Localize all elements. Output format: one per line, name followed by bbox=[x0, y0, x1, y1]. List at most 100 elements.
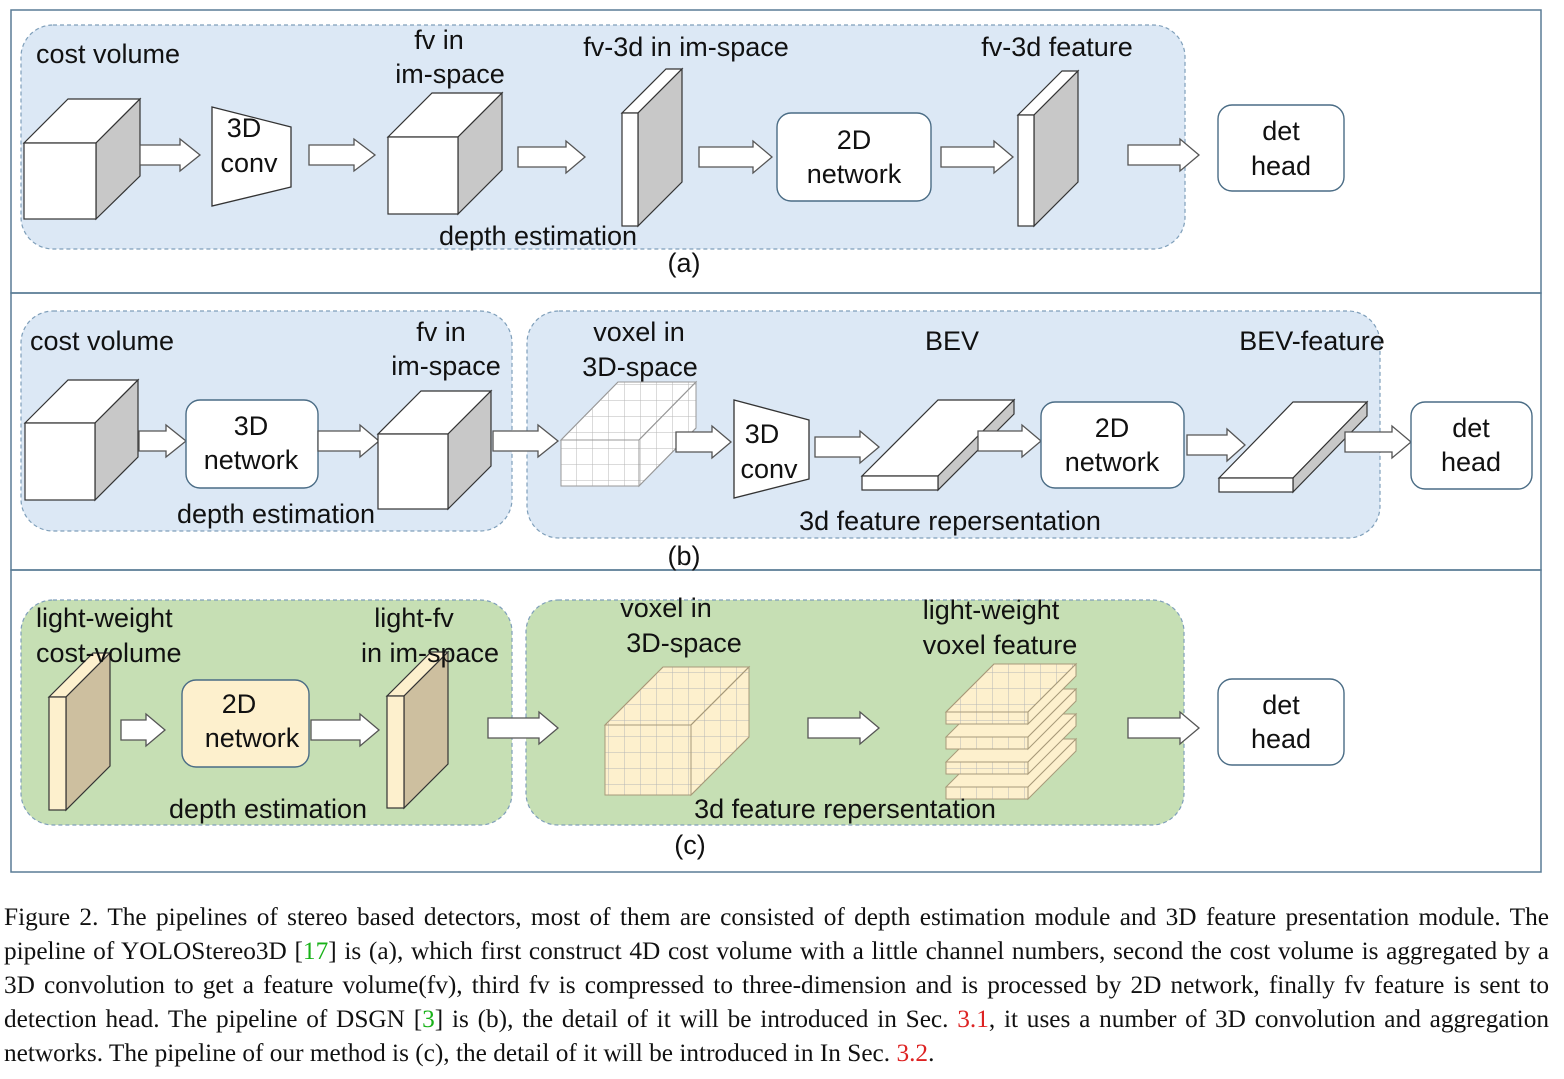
det-head-block bbox=[1217, 104, 1345, 192]
light-fv-slab bbox=[385, 650, 450, 810]
flow-arrow bbox=[1186, 427, 1246, 463]
voxel-grid-cube bbox=[603, 665, 751, 797]
det-head-block bbox=[1410, 401, 1533, 490]
fv-cube bbox=[376, 389, 493, 511]
flow-arrow bbox=[940, 139, 1015, 175]
conv3d-label-1: 3D bbox=[227, 113, 262, 143]
conv3d-block bbox=[733, 399, 810, 499]
caption-text: Figure 2. The pipelines of stereo based … bbox=[4, 903, 1549, 965]
caption-text: , it uses a number of 3D convolution and… bbox=[4, 1005, 1550, 1067]
figure-caption: Figure 2. The pipelines of stereo based … bbox=[4, 900, 1549, 1070]
flow-arrow bbox=[517, 139, 587, 175]
cost-volume-label: cost volume bbox=[36, 39, 180, 69]
flow-arrow bbox=[139, 137, 202, 173]
feature-repr-label: 3d feature repersentation bbox=[799, 506, 1101, 536]
network2d-block bbox=[1040, 401, 1185, 489]
bev-slab bbox=[860, 398, 1016, 492]
panel-c: light-weight cost-volume 2D network ligh… bbox=[20, 593, 1345, 860]
voxel-feature-label-2: voxel feature bbox=[923, 630, 1078, 660]
flow-arrow bbox=[487, 710, 560, 746]
cost-volume-cube bbox=[22, 97, 142, 221]
network2d-label-1: 2D bbox=[837, 125, 872, 155]
flow-arrow bbox=[1127, 137, 1201, 173]
bev-feature-label: BEV-feature bbox=[1239, 326, 1385, 356]
caption-text: ] is (a), which first construct 4D cost … bbox=[4, 937, 1550, 1033]
network2d-label-2: network bbox=[205, 723, 300, 753]
panel-b: cost volume 3D network fv in im-space de… bbox=[20, 310, 1533, 571]
flow-arrow bbox=[138, 423, 188, 459]
feature-repr-label: 3d feature repersentation bbox=[694, 794, 996, 824]
panel-a-caption-label: (a) bbox=[668, 248, 701, 278]
voxel-label-2: 3D-space bbox=[582, 352, 698, 382]
flow-arrow bbox=[317, 423, 381, 459]
conv3d-block bbox=[211, 106, 292, 207]
voxel-feature-layer bbox=[944, 662, 1078, 726]
det-head-label-2: head bbox=[1251, 151, 1311, 181]
network2d-label-2: network bbox=[1065, 447, 1160, 477]
network2d-block bbox=[181, 679, 310, 768]
section-link[interactable]: 3.1 bbox=[957, 1005, 989, 1033]
bev-feature-slab bbox=[1217, 400, 1369, 494]
light-cost-volume-slab bbox=[47, 651, 112, 812]
fv-cube bbox=[386, 91, 504, 216]
det-head-label-1: det bbox=[1452, 413, 1490, 443]
cost-volume-label: cost volume bbox=[30, 326, 174, 356]
conv3d-label-2: conv bbox=[740, 454, 798, 484]
citation-link[interactable]: 17 bbox=[302, 937, 329, 965]
conv3d-label-1: 3D bbox=[745, 419, 780, 449]
det-head-label-1: det bbox=[1262, 690, 1300, 720]
network3d-label-1: 3D bbox=[234, 411, 269, 441]
flow-arrow bbox=[675, 424, 733, 460]
fv-label-1: fv in bbox=[416, 317, 466, 347]
voxel-feature-stack bbox=[944, 662, 1078, 801]
section-link[interactable]: 3.2 bbox=[896, 1039, 929, 1067]
citation-link[interactable]: 3 bbox=[422, 1005, 435, 1033]
flow-arrow bbox=[698, 139, 774, 175]
flow-arrow bbox=[308, 137, 377, 173]
bev-label: BEV bbox=[925, 326, 979, 356]
flow-arrow bbox=[1344, 424, 1413, 460]
depth-estimation-label: depth estimation bbox=[439, 221, 637, 251]
network2d-block bbox=[776, 112, 932, 202]
network2d-label-1: 2D bbox=[222, 689, 257, 719]
flow-arrow bbox=[977, 423, 1043, 459]
voxel-label-1: voxel in bbox=[593, 317, 685, 347]
network2d-label-1: 2D bbox=[1095, 413, 1130, 443]
network2d-label-2: network bbox=[807, 159, 902, 189]
det-head-label-2: head bbox=[1251, 724, 1311, 754]
panel-c-frame bbox=[10, 569, 1542, 873]
light-cost-label-2: cost-volume bbox=[36, 638, 182, 668]
panel-a: cost volume 3D conv fv in im-space fv-3d… bbox=[20, 24, 1345, 278]
flow-arrow bbox=[1127, 710, 1201, 746]
voxel-label-1: voxel in bbox=[620, 593, 712, 623]
flow-arrow bbox=[807, 710, 881, 746]
fv3d-feature-label: fv-3d feature bbox=[981, 32, 1133, 62]
cost-volume-cube bbox=[23, 378, 140, 502]
depth-estimation-label: depth estimation bbox=[177, 499, 375, 529]
flow-arrow bbox=[814, 429, 881, 465]
det-head-block bbox=[1217, 678, 1345, 766]
det-head-label-1: det bbox=[1262, 116, 1300, 146]
light-fv-label-2: in im-space bbox=[361, 638, 499, 668]
network3d-label-2: network bbox=[204, 445, 299, 475]
flow-arrow bbox=[492, 423, 560, 459]
fv3d-feature-slab bbox=[1016, 69, 1080, 228]
conv3d-label-2: conv bbox=[220, 148, 278, 178]
fv3d-label: fv-3d in im-space bbox=[583, 32, 789, 62]
light-fv-label-1: light-fv bbox=[374, 603, 454, 633]
depth-estimation-label: depth estimation bbox=[169, 794, 367, 824]
panel-c-caption-label: (c) bbox=[674, 830, 705, 860]
caption-text: . bbox=[928, 1039, 935, 1067]
caption-text: ] is (b), the detail of it will be intro… bbox=[434, 1005, 958, 1033]
voxel-grid-cube bbox=[559, 380, 698, 488]
fv3d-slab bbox=[620, 67, 684, 228]
pipeline-diagram: cost volume 3D conv fv in im-space fv-3d… bbox=[10, 9, 1542, 873]
voxel-label-2: 3D-space bbox=[626, 628, 742, 658]
light-cost-label-1: light-weight bbox=[36, 603, 173, 633]
det-head-label-2: head bbox=[1441, 447, 1501, 477]
flow-arrow bbox=[120, 712, 167, 748]
flow-arrow bbox=[310, 712, 381, 748]
fv-label-2: im-space bbox=[395, 59, 505, 89]
fv-label-2: im-space bbox=[391, 351, 501, 381]
fv-label-1: fv in bbox=[414, 25, 464, 55]
